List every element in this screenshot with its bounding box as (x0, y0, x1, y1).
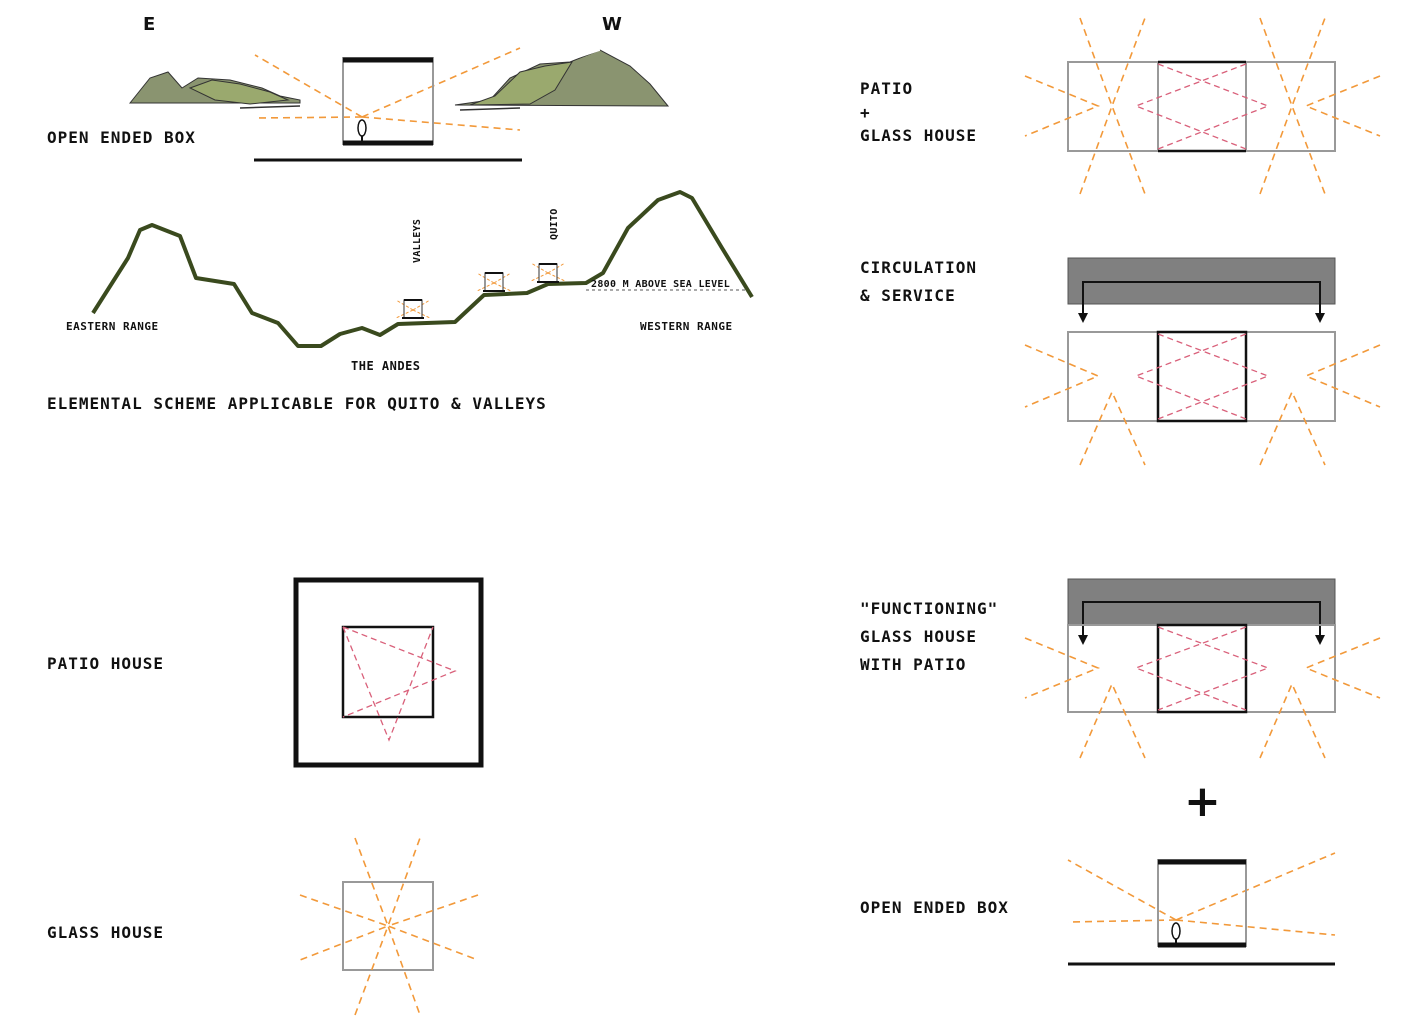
elemental-scheme-caption: ELEMENTAL SCHEME APPLICABLE FOR QUITO & … (47, 394, 547, 413)
functioning-label-line1: "FUNCTIONING" (860, 599, 998, 618)
valleys-mini-house-icon (395, 299, 431, 319)
valleys-label: VALLEYS (412, 219, 423, 263)
andes-profile-line (91, 190, 754, 348)
functioning-glass-house-diagram: "FUNCTIONING" GLASS HOUSE WITH PATIO (860, 578, 1381, 759)
altitude-label: 2800 M ABOVE SEA LEVEL (591, 279, 730, 290)
circulation-service-diagram: CIRCULATION & SERVICE (860, 257, 1381, 466)
open-ended-box-label: OPEN ENDED BOX (47, 128, 196, 147)
mid-mini-house-icon (476, 272, 512, 292)
patio-glass-label-line1: PATIO (860, 79, 913, 98)
patio-house-diagram: PATIO HOUSE (47, 577, 484, 768)
functioning-label-line2: GLASS HOUSE (860, 627, 977, 646)
circulation-label-line1: CIRCULATION (860, 258, 977, 277)
box-light-rays (254, 47, 521, 131)
circulation-label-line2: & SERVICE (860, 286, 956, 305)
open-ended-box-section (342, 57, 434, 146)
person-figure-icon (357, 119, 367, 137)
the-andes-label: THE ANDES (351, 359, 421, 373)
western-range-label: WESTERN RANGE (640, 320, 733, 333)
person-figure-icon (1171, 922, 1181, 940)
open-ended-box-bottom-label: OPEN ENDED BOX (860, 898, 1009, 917)
eastern-range-label: EASTERN RANGE (66, 320, 159, 333)
patio-glass-label-line3: GLASS HOUSE (860, 126, 977, 145)
plus-sign: + (1184, 776, 1221, 827)
patio-glass-label-line2: + (860, 103, 871, 122)
eastern-mountains (128, 71, 301, 109)
open-ended-box-bottom-diagram: OPEN ENDED BOX (860, 852, 1336, 966)
patio-house-label: PATIO HOUSE (47, 654, 164, 673)
patio-plus-glass-house-diagram: PATIO + GLASS HOUSE (860, 17, 1381, 195)
andes-profile: 2800 M ABOVE SEA LEVEL (47, 190, 754, 413)
western-mountains (454, 49, 670, 111)
glass-house-diagram: GLASS HOUSE (47, 837, 479, 1016)
west-label: W (602, 14, 622, 35)
east-label: E (143, 14, 155, 35)
glass-house-label: GLASS HOUSE (47, 923, 164, 942)
quito-mini-house-icon (530, 262, 566, 283)
quito-label: QUITO (549, 208, 560, 240)
section-open-ended-box: E W OPEN ENDED BOX (47, 14, 670, 162)
functioning-label-line3: WITH PATIO (860, 655, 966, 674)
